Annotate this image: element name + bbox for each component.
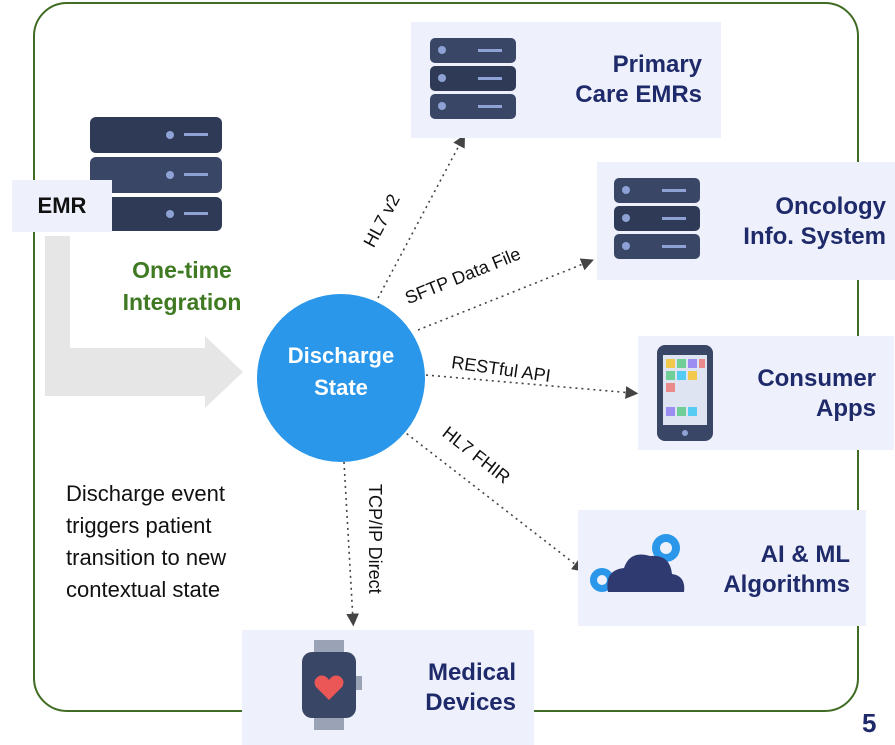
edge-line-fhir: [401, 429, 586, 572]
description-text: Discharge event triggers patient transit…: [66, 481, 227, 602]
emr-label: EMR: [12, 180, 112, 232]
primary-care-label: Primary Care EMRs: [575, 51, 702, 108]
server-icon: [430, 38, 516, 119]
edge-line-tcpip: [343, 461, 360, 627]
phone-icon: [657, 345, 713, 441]
discharge-state-node: [257, 294, 425, 462]
oncology-label: Oncology Info. System: [743, 193, 886, 250]
edge-label-tcpip: TCP/IP Direct: [365, 484, 385, 594]
emr-server-icon: [90, 117, 222, 231]
discharge-state-label: Discharge State: [287, 343, 395, 400]
medical-label: Medical Devices: [425, 659, 516, 716]
server-icon: [614, 178, 700, 259]
smartwatch-icon: [302, 640, 362, 730]
page-number: 5: [862, 708, 877, 738]
ai-ml-label: AI & ML Algorithms: [723, 541, 850, 598]
medical-box: [242, 630, 534, 745]
consumer-label: Consumer Apps: [757, 365, 876, 422]
edge-line-sftp: [417, 258, 594, 331]
cloud-gears-icon: [590, 534, 685, 592]
edge-line-restful: [425, 374, 639, 399]
integration-label: One-time Integration: [122, 257, 242, 315]
